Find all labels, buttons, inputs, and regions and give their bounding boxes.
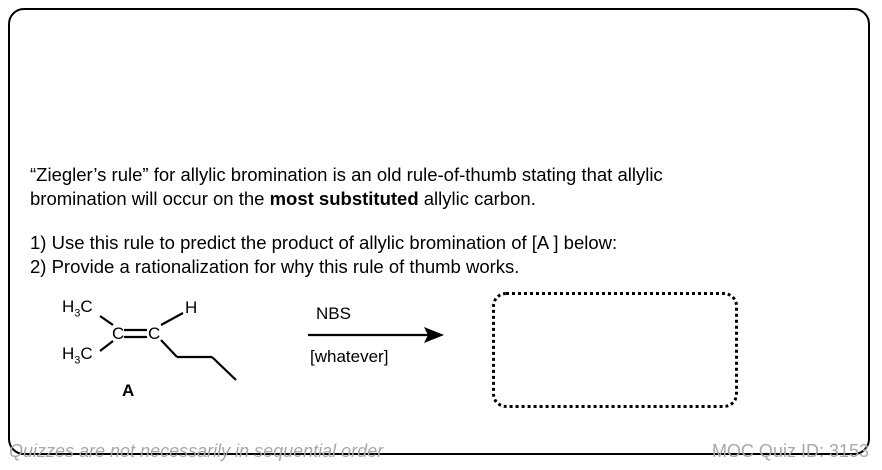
carbon-right: C	[148, 324, 161, 343]
methyl-top: H3C	[62, 297, 93, 320]
question-item-2: 2) Provide a rationalization for why thi…	[30, 256, 520, 277]
methyl-bottom: H3C	[62, 344, 93, 367]
intro-line-1: “Ziegler’s rule” for allylic bromination…	[30, 164, 663, 185]
intro-bold: most substituted	[269, 188, 419, 209]
intro-text: bromination will occur on the	[30, 188, 270, 209]
bond-h	[160, 312, 184, 326]
question-item-1: 1) Use this rule to predict the product …	[30, 232, 618, 253]
bond-chain-3	[211, 356, 237, 381]
reaction-arrowhead	[424, 327, 444, 343]
quiz-card	[8, 8, 870, 455]
bond-methyl-bottom	[99, 340, 114, 352]
footer-note: Quizzes are not necessarily in sequentia…	[9, 441, 384, 461]
bond-methyl-top	[99, 315, 114, 326]
answer-box[interactable]	[492, 292, 738, 408]
conditions-label: [whatever]	[310, 347, 389, 366]
reagent-label: NBS	[316, 304, 351, 323]
bond-chain-1	[160, 339, 178, 358]
hydrogen: H	[185, 298, 198, 317]
carbon-left: C	[112, 324, 125, 343]
intro-text-end: allylic carbon.	[418, 188, 536, 209]
quiz-id: MOC Quiz ID: 3153	[711, 441, 869, 461]
molecule-label: A	[122, 381, 135, 400]
intro-line-2: bromination will occur on the most subst…	[30, 188, 536, 210]
